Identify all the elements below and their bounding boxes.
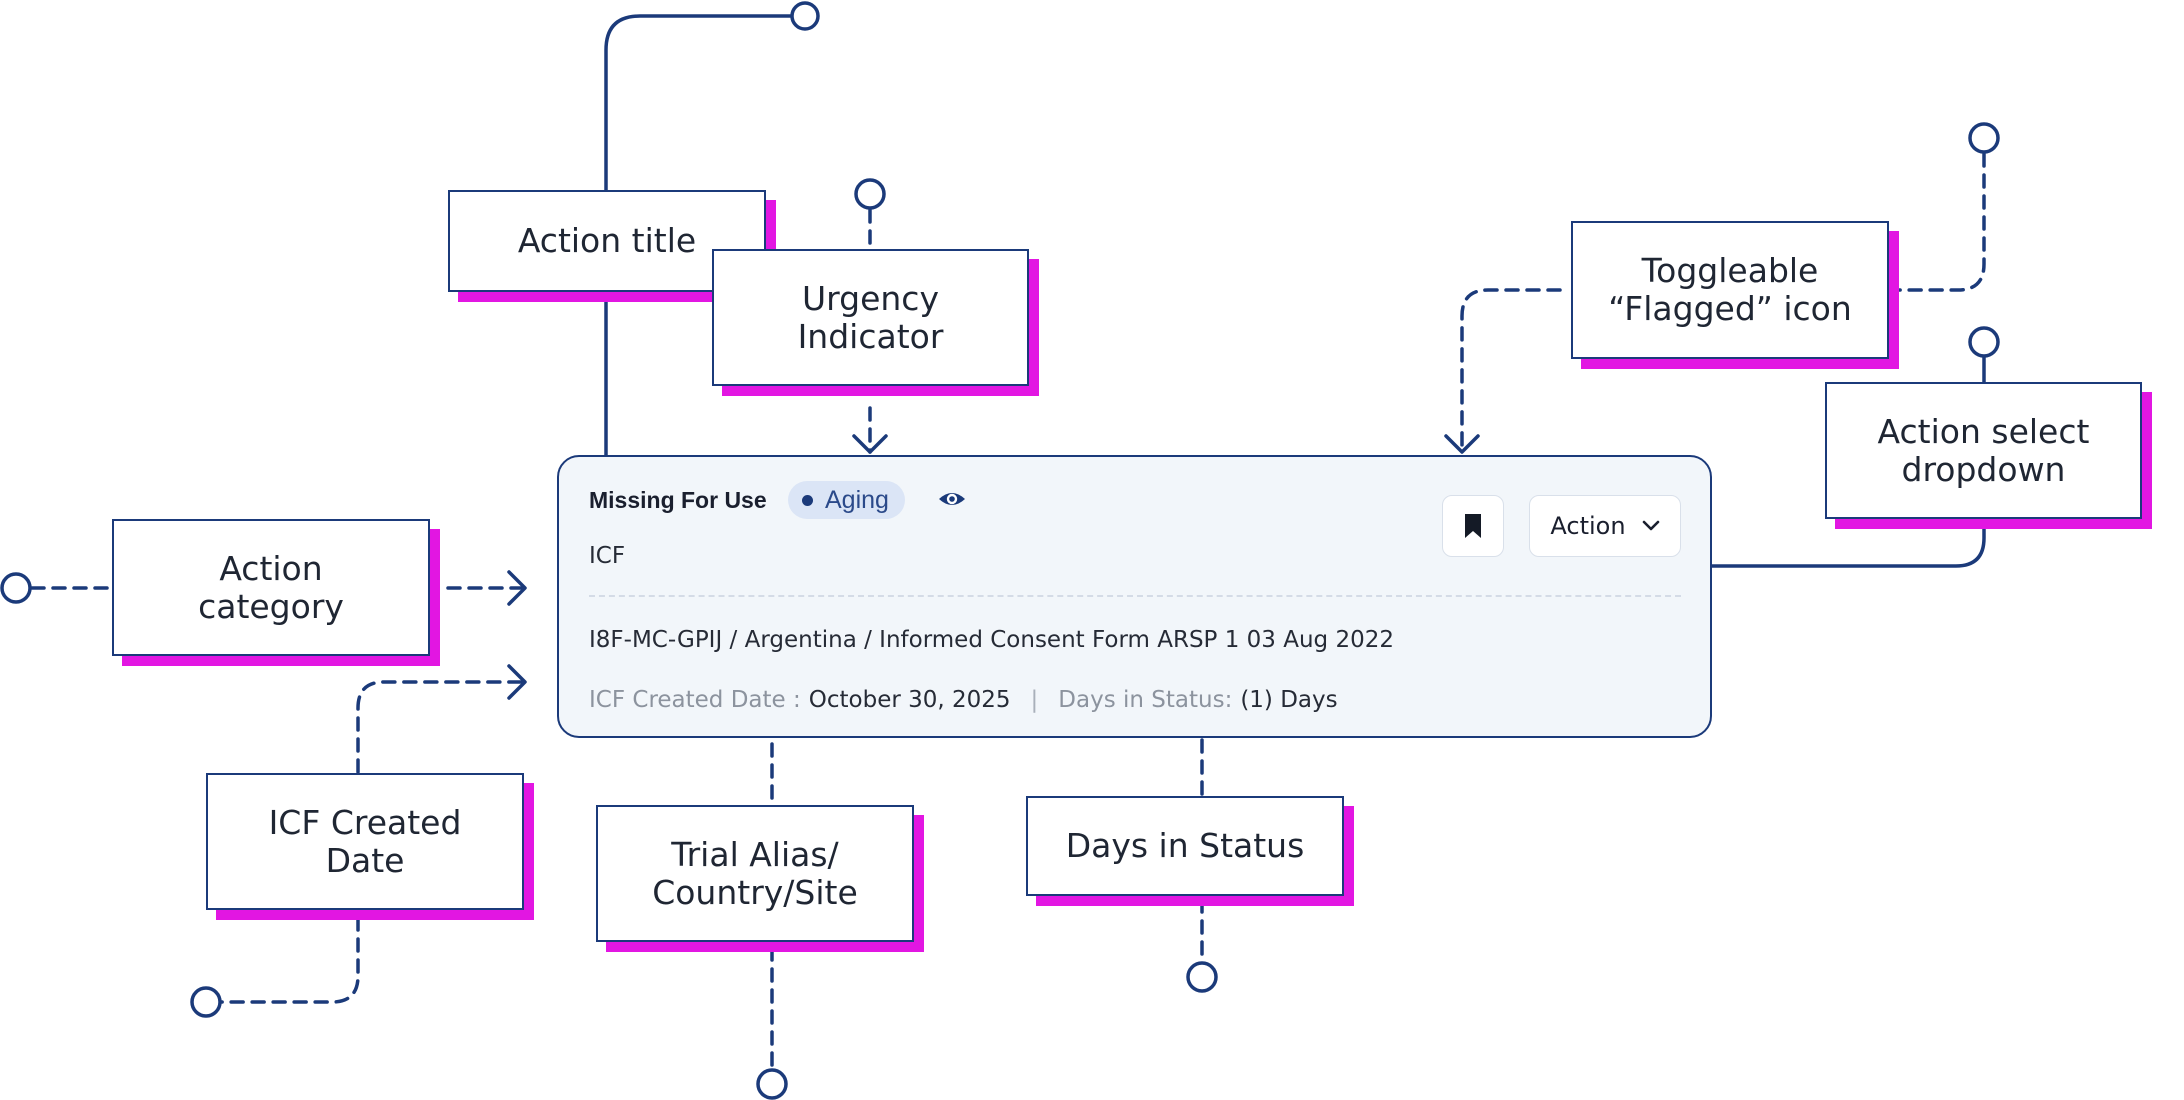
flag-toggle-button[interactable] <box>1442 495 1504 557</box>
callout-action-title: Action title <box>448 190 766 292</box>
chevron-down-icon <box>1642 520 1659 531</box>
callout-trial-alias: Trial Alias/ Country/Site <box>596 805 914 942</box>
endpoint-icf-created <box>190 986 222 1018</box>
icf-created-date-label: ICF Created Date : <box>589 687 801 713</box>
connector-icf-created <box>218 680 527 1004</box>
arrowhead-icf-created <box>507 664 527 700</box>
action-select-dropdown[interactable]: Action <box>1529 495 1681 557</box>
callout-days-in-status: Days in Status <box>1026 796 1344 896</box>
connector-flagged <box>1460 152 1986 454</box>
callout-action-category: Action category <box>112 519 430 656</box>
callout-text: Indicator <box>797 316 944 356</box>
endpoint-flagged <box>1968 122 2000 154</box>
arrowhead-action-category <box>507 570 527 606</box>
callout-text: category <box>198 586 344 626</box>
callout-text: Days in Status <box>1065 826 1305 866</box>
connector-action-select <box>1710 354 1986 568</box>
endpoint-action-title <box>790 1 820 31</box>
action-title: Missing For Use <box>589 487 767 513</box>
eye-icon[interactable] <box>937 486 967 512</box>
endpoint-action-select <box>1968 326 2000 358</box>
callout-text: Toggleable <box>1641 251 1819 291</box>
callout-text: dropdown <box>1901 449 2066 489</box>
endpoint-urgency <box>854 178 886 210</box>
bookmark-icon <box>1465 514 1481 538</box>
endpoint-days-status <box>1186 961 1218 993</box>
card-divider <box>589 595 1681 597</box>
urgency-label: Aging <box>825 485 889 514</box>
callout-text: Action title <box>517 221 697 261</box>
callout-text: Urgency <box>802 278 939 318</box>
days-in-status-value: (1) Days <box>1240 687 1338 713</box>
arrowhead-flagged <box>1444 434 1480 454</box>
days-in-status-label: Days in Status: <box>1058 687 1233 713</box>
trial-alias-country-site: I8F-MC-GPIJ / Argentina / Informed Conse… <box>589 627 1394 653</box>
action-card[interactable]: Missing For Use Aging ICF I8F-MC-GPIJ / … <box>557 455 1712 738</box>
callout-icf-created-date: ICF Created Date <box>206 773 524 910</box>
callout-text: Country/Site <box>652 872 858 912</box>
icf-created-date-value: October 30, 2025 <box>808 687 1011 713</box>
callout-flagged-icon: Toggleable “Flagged” icon <box>1571 221 1889 359</box>
callout-text: Date <box>325 840 405 880</box>
callout-text: ICF Created <box>268 802 462 842</box>
urgency-indicator: Aging <box>788 481 905 519</box>
meta-separator: | <box>1030 687 1039 713</box>
arrowhead-urgency <box>852 434 888 454</box>
endpoint-action-category <box>0 572 32 604</box>
callout-urgency-indicator: Urgency Indicator <box>712 249 1029 386</box>
dot-icon <box>802 494 813 506</box>
connector-action-title <box>604 14 794 484</box>
callout-text: Action select <box>1877 411 2090 451</box>
action-category: ICF <box>589 543 626 569</box>
endpoint-trial-alias <box>756 1068 788 1100</box>
card-meta-row: ICF Created Date : October 30, 2025 | Da… <box>589 687 1338 713</box>
callout-text: “Flagged” icon <box>1608 289 1852 328</box>
callout-text: Trial Alias/ <box>671 834 839 874</box>
action-select-label: Action <box>1550 512 1626 540</box>
callout-text: Action <box>219 548 323 588</box>
callout-action-select: Action select dropdown <box>1825 382 2142 519</box>
